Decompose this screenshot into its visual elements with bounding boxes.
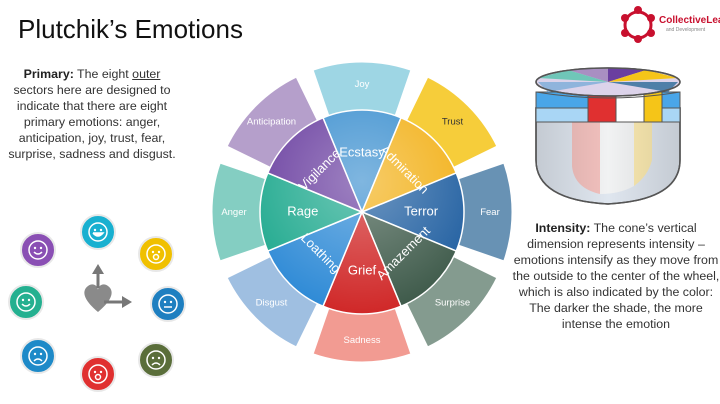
intensity-label: Intensity: [535, 221, 591, 235]
outer-label-surprise: Surprise [435, 298, 470, 309]
inner-label-grief: Grief [348, 263, 377, 278]
outer-petal-anger [211, 162, 270, 262]
logo-name: CollectiveLearning [659, 15, 720, 26]
logo: CollectiveLearning and Development [618, 4, 720, 44]
outer-petal-surprise [404, 254, 498, 348]
outer-label-disgust: Disgust [256, 298, 288, 309]
inner-sector-grief [321, 210, 403, 315]
inner-sector-ecstasy [321, 109, 403, 214]
intensity-text: The cone’s vertical dimension represents… [512, 221, 720, 331]
emotion-face-icon [150, 286, 186, 322]
emotion-face-icon [138, 236, 174, 272]
primary-underlined: outer [132, 67, 161, 81]
emotion-face-icon [138, 342, 174, 378]
inner-label-loathing: Loathing [298, 230, 344, 276]
emotion-face-icon [8, 284, 44, 320]
outer-petal-anticipation [226, 76, 320, 170]
inner-label-admiration: Admiration [377, 142, 432, 197]
inner-label-terror: Terror [404, 203, 439, 218]
intensity-description: Intensity: The cone’s vertical dimension… [512, 220, 720, 332]
emotion-face-icon [20, 232, 56, 268]
emotion-face-icon [20, 338, 56, 374]
outer-petal-fear [454, 162, 513, 262]
outer-petal-trust [404, 76, 498, 170]
heart-with-arrows-icon [84, 264, 132, 312]
outer-petal-joy [312, 61, 412, 120]
outer-label-anger: Anger [221, 207, 246, 218]
emotion-faces [8, 214, 186, 392]
outer-label-trust: Trust [442, 116, 464, 127]
inner-sector-vigilance [266, 116, 364, 214]
outer-label-anticipation: Anticipation [247, 116, 296, 127]
inner-label-ecstasy: Ecstasy [339, 144, 385, 159]
outer-label-joy: Joy [355, 79, 370, 90]
primary-description: Primary: The eight outer sectors here ar… [6, 66, 178, 162]
emotion-cone-icon [535, 67, 681, 205]
primary-label: Primary: [23, 67, 74, 81]
people-circle-logo-icon [621, 6, 655, 43]
page-title: Plutchik’s Emotions [18, 14, 243, 44]
outer-label-sadness: Sadness [344, 335, 381, 346]
inner-sector-admiration [360, 116, 458, 214]
primary-text-2: sectors here are designed to indicate th… [8, 83, 176, 161]
inner-label-vigilance: Vigilance [296, 146, 344, 194]
primary-text-1: The eight [73, 67, 133, 81]
inner-sector-amazement [360, 210, 458, 308]
outer-petal-sadness [312, 304, 412, 363]
outer-petal-disgust [226, 254, 320, 348]
outer-label-fear: Fear [480, 207, 500, 218]
logo-subtitle: and Development [666, 27, 706, 33]
inner-sector-loathing [266, 210, 364, 308]
inner-sector-rage [259, 171, 364, 253]
inner-label-rage: Rage [287, 203, 318, 218]
emotion-face-icon [80, 214, 116, 250]
inner-label-amazement: Amazement [373, 223, 433, 283]
inner-sector-terror [360, 171, 465, 253]
emotion-face-icon [80, 356, 116, 392]
